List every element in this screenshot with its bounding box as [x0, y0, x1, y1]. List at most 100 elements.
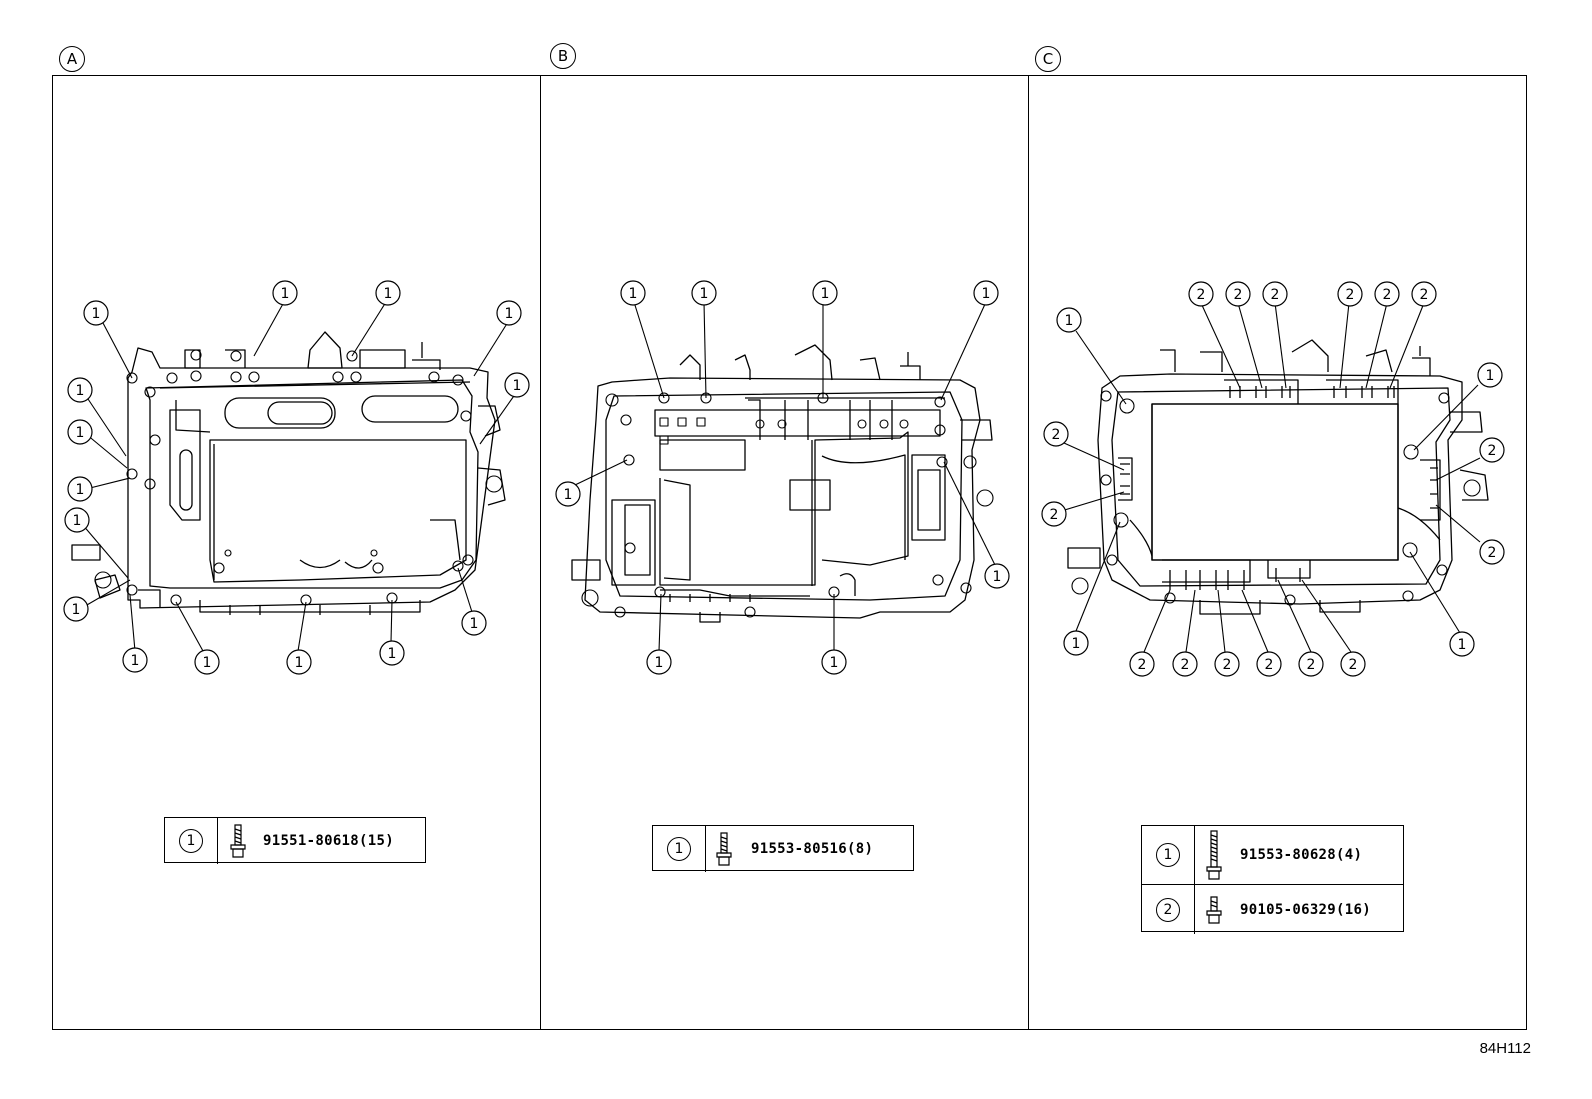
callout-c-right-2b: 2 [1479, 539, 1505, 565]
callout-c-top-left-1: 1 [1056, 307, 1082, 333]
flange-bolt-short-icon [716, 832, 732, 866]
callout-a-top-left: 1 [83, 300, 109, 326]
svg-text:1: 1 [1458, 637, 1467, 653]
svg-text:2: 2 [1307, 657, 1316, 673]
svg-text:2: 2 [1050, 507, 1059, 523]
legend-panel-c: 1 91553-80628(4) 2 [1141, 825, 1404, 934]
svg-text:2: 2 [1223, 657, 1232, 673]
legend-callout-number: 1 [165, 818, 218, 864]
callout-a-left-3: 1 [67, 476, 93, 502]
svg-text:2: 2 [1271, 287, 1280, 303]
svg-text:1: 1 [830, 655, 839, 671]
callout-b-top-2: 1 [691, 280, 717, 306]
svg-text:2: 2 [1346, 287, 1355, 303]
svg-text:2: 2 [1349, 657, 1358, 673]
legend-part-number: 91551-80618(15) [263, 833, 394, 849]
callout-c-bottom-2b: 2 [1172, 651, 1198, 677]
panel-divider-ab [540, 76, 541, 1029]
legend-panel-a: 1 91551-80618(15) [164, 817, 426, 864]
panel-label-a: A [59, 46, 85, 72]
callout-c-top-2f: 2 [1411, 281, 1437, 307]
callout-c-right-1: 1 [1477, 362, 1503, 388]
svg-text:1: 1 [72, 602, 81, 618]
svg-text:2: 2 [1197, 287, 1206, 303]
svg-text:1: 1 [821, 286, 830, 302]
svg-text:1: 1 [1072, 636, 1081, 652]
callout-b-top-4: 1 [973, 280, 999, 306]
callout-a-left-2: 1 [67, 419, 93, 445]
legend-part-number: 91553-80516(8) [751, 841, 874, 857]
diagram-frame [52, 75, 1527, 1030]
svg-text:1: 1 [131, 653, 140, 669]
svg-text:1: 1 [388, 646, 397, 662]
svg-text:1: 1 [281, 286, 290, 302]
legend-row: 1 91553-80628(4) [1142, 826, 1403, 884]
callout-a-bottom-right: 1 [461, 610, 487, 636]
svg-text:2: 2 [1383, 287, 1392, 303]
panel-b-housing [571, 344, 994, 623]
callout-a-top-1: 1 [272, 280, 298, 306]
svg-text:1: 1 [505, 306, 514, 322]
svg-text:1: 1 [700, 286, 709, 302]
callout-b-left: 1 [555, 481, 581, 507]
panel-a-housing [71, 331, 506, 615]
callout-a-right: 1 [504, 372, 530, 398]
callout-c-left-2b: 2 [1041, 501, 1067, 527]
callout-c-top-2b: 2 [1225, 281, 1251, 307]
legend-callout-number: 2 [1142, 885, 1195, 934]
callout-c-top-2e: 2 [1374, 281, 1400, 307]
callout-c-left-2a: 2 [1043, 421, 1069, 447]
callout-a-top-right: 1 [496, 300, 522, 326]
svg-text:1: 1 [203, 655, 212, 671]
callout-c-bottom-2a: 2 [1129, 651, 1155, 677]
callout-a-bottom-1: 1 [122, 647, 148, 673]
svg-text:1: 1 [1065, 313, 1074, 329]
callout-b-top-3: 1 [812, 280, 838, 306]
callout-b-bottom-1: 1 [646, 649, 672, 675]
svg-text:1: 1 [1486, 368, 1495, 384]
svg-text:1: 1 [629, 286, 638, 302]
callout-a-bottom-2: 1 [194, 649, 220, 675]
svg-text:1: 1 [295, 655, 304, 671]
callout-c-top-2c: 2 [1262, 281, 1288, 307]
svg-text:1: 1 [76, 383, 85, 399]
svg-text:1: 1 [513, 378, 522, 394]
drawing-code: 84H112 [1479, 1040, 1531, 1057]
svg-text:1: 1 [655, 655, 664, 671]
callout-a-left-4: 1 [64, 507, 90, 533]
svg-text:1: 1 [993, 569, 1002, 585]
svg-text:2: 2 [1052, 427, 1061, 443]
legend-callout-number: 1 [653, 826, 706, 872]
flange-bolt-short-icon [230, 824, 246, 858]
svg-text:2: 2 [1265, 657, 1274, 673]
svg-text:2: 2 [1138, 657, 1147, 673]
svg-text:1: 1 [76, 482, 85, 498]
legend-panel-b: 1 91553-80516(8) [652, 825, 914, 872]
callout-c-top-2a: 2 [1188, 281, 1214, 307]
callout-a-bottom-4: 1 [379, 640, 405, 666]
callout-a-top-2: 1 [375, 280, 401, 306]
callout-a-bottom-3: 1 [286, 649, 312, 675]
svg-text:2: 2 [1488, 545, 1497, 561]
legend-row: 1 91553-80516(8) [653, 826, 913, 872]
svg-text:1: 1 [73, 513, 82, 529]
callout-b-right: 1 [984, 563, 1010, 589]
svg-text:2: 2 [1234, 287, 1243, 303]
svg-text:1: 1 [76, 425, 85, 441]
legend-row: 1 91551-80618(15) [165, 818, 425, 864]
panel-c-housing [1067, 339, 1489, 615]
callout-c-bottom-2e: 2 [1298, 651, 1324, 677]
svg-text:1: 1 [92, 306, 101, 322]
legend-part-number: 90105-06329(16) [1240, 901, 1371, 918]
svg-text:2: 2 [1420, 287, 1429, 303]
callout-b-top-1: 1 [620, 280, 646, 306]
legend-callout-number: 1 [1142, 826, 1195, 884]
callout-c-bottom-2f: 2 [1340, 651, 1366, 677]
callout-b-bottom-2: 1 [821, 649, 847, 675]
svg-text:1: 1 [470, 616, 479, 632]
flange-bolt-long-icon [1206, 830, 1222, 880]
flange-bolt-short-icon [1206, 895, 1222, 924]
callout-c-left-1: 1 [1063, 630, 1089, 656]
